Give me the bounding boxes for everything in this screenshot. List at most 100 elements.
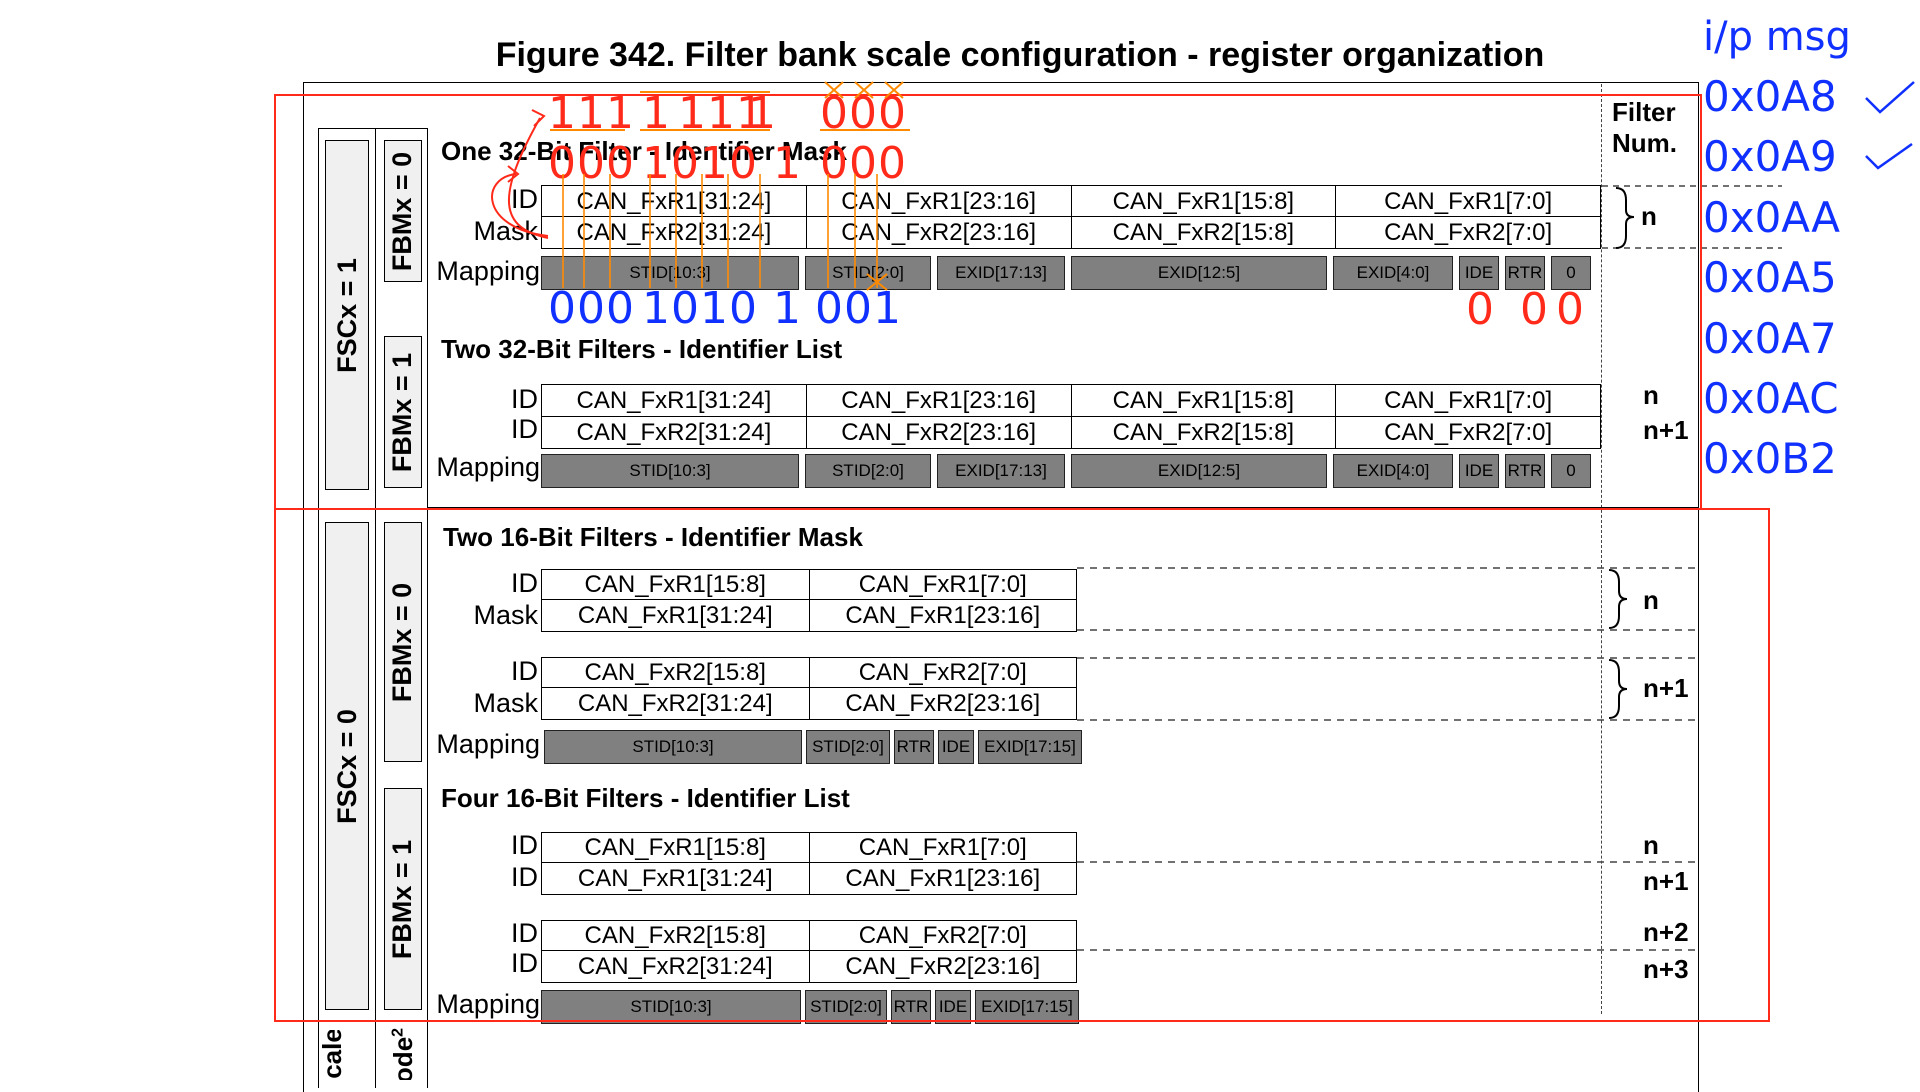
annotation-red-zero-2: 0 <box>1520 284 1549 335</box>
label-id-four16-b: ID <box>511 862 538 892</box>
map-cell: IDE <box>1459 454 1499 488</box>
map-cell: STID[2:0] <box>805 990 887 1024</box>
register-four16-b2-r1: CAN_FxR2[15:8] CAN_FxR2[7:0] <box>541 920 1077 952</box>
register-four16-b2-r2: CAN_FxR2[31:24] CAN_FxR2[23:16] <box>541 950 1077 983</box>
annotation-red-mid-3: 000 <box>820 138 907 189</box>
map-cell: IDE <box>1459 256 1499 290</box>
map-cell: EXID[17:13] <box>937 454 1065 488</box>
check-mark-icon <box>1865 142 1913 170</box>
annotation-blue-bits-1: 000 <box>548 283 635 334</box>
map-cell: EXID[17:15] <box>978 730 1082 764</box>
mode-fragment-word: ode <box>388 1036 419 1080</box>
map-cell: STID[10:3] <box>544 730 802 764</box>
check-mark-icon <box>1865 81 1915 114</box>
reg-cell: CAN_FxR2[7:0] <box>1384 218 1553 246</box>
mode-fragment-text: ode2 <box>388 1028 419 1080</box>
label-mapping-four16: Mapping <box>436 989 540 1019</box>
label-id-two16-b: ID <box>511 656 538 686</box>
register-two32-r2: CAN_FxR2[31:24] CAN_FxR2[23:16] CAN_FxR2… <box>541 416 1601 449</box>
figure-title: Figure 342. Filter bank scale configurat… <box>495 36 1545 74</box>
mode-fragment: ode2 <box>380 1018 420 1080</box>
filter-num-two16-b: n+1 <box>1643 673 1689 703</box>
reg-cell: CAN_FxR1[7:0] <box>858 571 1027 598</box>
mapping-two16: STID[10:3] STID[2:0] RTR IDE EXID[17:15] <box>544 730 1082 764</box>
map-cell: EXID[4:0] <box>1333 256 1453 290</box>
mode-superscript: 2 <box>389 1027 407 1037</box>
filter-num-four16-c: n+2 <box>1643 917 1689 947</box>
message-item: 0x0A8 <box>1703 72 1837 121</box>
filter-num-two16-a: n <box>1643 585 1659 615</box>
map-cell: STID[10:3] <box>541 990 801 1024</box>
register-two16-b1-r2: CAN_FxR1[31:24] CAN_FxR1[23:16] <box>541 599 1077 632</box>
message-item: 0x0B2 <box>1703 434 1837 483</box>
section-title-four16: Four 16-Bit Filters - Identifier List <box>441 783 850 813</box>
messages-header: i/p msg <box>1703 14 1851 60</box>
reg-cell: CAN_FxR2[15:8] <box>542 658 810 688</box>
reg-cell: CAN_FxR1[23:16] <box>807 385 1072 416</box>
filter-num-four16-d: n+3 <box>1643 954 1689 984</box>
label-id-four16-c: ID <box>511 918 538 948</box>
reg-cell: CAN_FxR1[31:24] <box>542 863 810 894</box>
map-cell: STID[2:0] <box>806 730 890 764</box>
register-two16-b2-r2: CAN_FxR2[31:24] CAN_FxR2[23:16] <box>541 687 1077 720</box>
reg-cell: CAN_FxR2[31:24] <box>542 688 810 719</box>
map-cell: EXID[12:5] <box>1071 454 1327 488</box>
fbmx-1-top-box: FBMx = 1 <box>384 336 422 488</box>
register-one32-r1: CAN_FxR1[31:24] CAN_FxR1[23:16] CAN_FxR1… <box>541 185 1601 218</box>
section-divider <box>428 507 1699 508</box>
annotation-red-mid-2: 1010 1 <box>642 138 802 189</box>
map-cell: EXID[4:0] <box>1333 454 1453 488</box>
scale-fragment-text: cale <box>317 1030 347 1079</box>
reg-cell: CAN_FxR2[23:16] <box>807 217 1072 248</box>
figure-frame <box>303 82 1699 1092</box>
message-item: 0x0A7 <box>1703 314 1837 363</box>
annotation-red-zero-1: 0 <box>1466 284 1495 335</box>
section-title-one32: One 32-Bit Filter - Identifier Mask <box>441 136 847 166</box>
fscx-0-box: FSCx = 0 <box>325 522 369 1010</box>
fbmx-0-top-box: FBMx = 0 <box>384 140 422 282</box>
reg-cell: CAN_FxR1[23:16] <box>845 864 1041 892</box>
map-cell: EXID[17:15] <box>975 990 1079 1024</box>
map-cell: RTR <box>894 730 934 764</box>
register-two32-r1: CAN_FxR1[31:24] CAN_FxR1[23:16] CAN_FxR1… <box>541 384 1601 417</box>
map-cell: 0 <box>1551 454 1591 488</box>
reg-cell: CAN_FxR2[23:16] <box>807 417 1072 448</box>
filter-num-four16-a: n <box>1643 830 1659 860</box>
map-cell: EXID[17:13] <box>937 256 1065 290</box>
map-cell: IDE <box>938 730 974 764</box>
message-item: 0x0AC <box>1703 374 1839 423</box>
reg-cell: CAN_FxR1[7:0] <box>1384 386 1553 414</box>
reg-cell: CAN_FxR1[31:24] <box>542 600 810 631</box>
label-mapping-two32: Mapping <box>436 452 540 482</box>
reg-cell: CAN_FxR1[15:8] <box>1072 186 1337 217</box>
reg-cell: CAN_FxR2[31:24] <box>542 217 807 248</box>
map-cell: RTR <box>1505 454 1545 488</box>
braces-two16 <box>1077 567 1697 721</box>
mapping-one32: STID[10:3] STID[2:0] EXID[17:13] EXID[12… <box>541 256 1591 290</box>
label-mapping-one32: Mapping <box>436 256 540 286</box>
filter-num-two32-a: n <box>1643 380 1659 410</box>
mapping-two32: STID[10:3] STID[2:0] EXID[17:13] EXID[12… <box>541 454 1591 488</box>
reg-cell: CAN_FxR1[7:0] <box>858 834 1027 861</box>
section-title-two32: Two 32-Bit Filters - Identifier List <box>441 334 843 364</box>
label-mask-two16-b: Mask <box>473 688 538 718</box>
label-mask-two16-a: Mask <box>473 600 538 630</box>
brace-one32 <box>1602 185 1782 249</box>
annotation-strokes <box>491 81 910 291</box>
reg-cell: CAN_FxR2[15:8] <box>1072 217 1337 248</box>
side-column-left <box>318 128 376 1088</box>
filter-num-two32-b: n+1 <box>1643 415 1689 445</box>
reg-cell: CAN_FxR2[23:16] <box>845 689 1041 717</box>
annotation-blue-bits-2: 1010 1 <box>642 283 802 334</box>
map-cell: RTR <box>891 990 931 1024</box>
reg-cell: CAN_FxR1[31:24] <box>542 186 807 217</box>
reg-cell: CAN_FxR2[7:0] <box>858 659 1027 686</box>
annotation-blue-bits-3: 001 <box>815 283 902 334</box>
message-item: 0x0A9 <box>1703 132 1837 181</box>
map-cell: 0 <box>1551 256 1591 290</box>
reg-cell: CAN_FxR2[31:24] <box>542 417 807 448</box>
reg-cell: CAN_FxR2[7:0] <box>858 922 1027 949</box>
filter-num-header-line2: Num. <box>1612 128 1677 158</box>
register-four16-b1-r2: CAN_FxR1[31:24] CAN_FxR1[23:16] <box>541 862 1077 895</box>
